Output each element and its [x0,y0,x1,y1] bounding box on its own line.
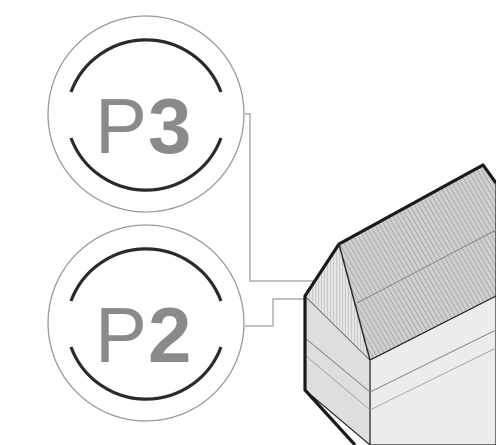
badge-p2-arc-top [69,247,223,302]
floor-line-side-2 [369,347,496,411]
building [303,163,496,445]
badge-p2-arc-bottom [69,346,223,401]
badge-p3: P 3 [47,15,245,213]
badge-p2-outer-ring [47,224,245,422]
badge-p3-outer-ring [47,15,245,213]
floor-line-side-1 [369,329,496,393]
building-silhouette [303,163,496,445]
badge-p2: P 2 [47,224,245,422]
badge-p2-number: 2 [148,291,191,379]
floor-line-gable-2 [304,354,371,411]
badge-p3-number: 3 [148,82,191,170]
leader-line-p3 [245,113,338,282]
roof-ridge-line [356,229,496,304]
floor-line-gable-1 [304,337,371,393]
badge-p2-letter: P [95,291,147,379]
leader-line-p2 [245,298,318,327]
badge-p3-arc-top [69,38,223,93]
badge-p3-arc-bottom [69,137,223,192]
building-silhouette-eave [338,243,371,361]
badge-p3-letter: P [95,82,147,170]
